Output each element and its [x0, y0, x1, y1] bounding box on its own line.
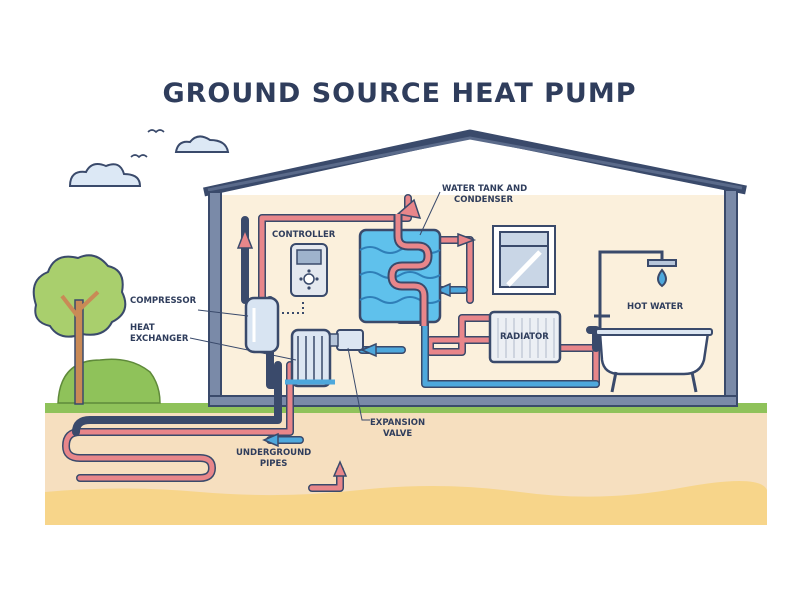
expansion-valve-label-line1: EXPANSION	[370, 418, 426, 428]
expansion-valve-label-line2: VALVE	[382, 429, 413, 439]
expansion-valve-icon	[329, 329, 364, 351]
leader-lines	[189, 191, 441, 421]
water-tank-label-line2: CONDENSER	[454, 195, 514, 205]
underground-pipes-label: UNDERGROUND PIPES	[236, 448, 311, 470]
heat-exchanger-icon	[285, 328, 335, 388]
bush	[57, 358, 161, 404]
compressor-label: COMPRESSOR	[130, 296, 197, 306]
water-tank-icon	[358, 214, 442, 326]
controller-label: CONTROLLER	[272, 230, 336, 240]
page-title: GROUND SOURCE HEAT PUMP	[162, 78, 637, 109]
tree-icon	[32, 254, 127, 405]
heat-exchanger-label-line2: EXCHANGER	[130, 334, 189, 344]
heat-exchanger-label-line1: HEAT	[130, 323, 155, 333]
birds-icon	[130, 129, 165, 159]
compressor-icon	[244, 296, 280, 354]
heat-exchanger-label: HEAT EXCHANGER	[130, 323, 188, 345]
ground-deep-layer	[45, 480, 767, 525]
controller-icon	[282, 243, 328, 314]
flow-arrows	[236, 198, 477, 477]
hot-water-label: HOT WATER	[627, 302, 684, 312]
water-tank-label-line1: WATER TANK AND	[442, 184, 528, 194]
grass-strip	[45, 403, 767, 413]
bathtub-icon	[594, 314, 713, 393]
cloud-left	[68, 163, 142, 187]
expansion-valve-label: EXPANSION VALVE	[370, 418, 425, 440]
cloud-right	[174, 135, 230, 153]
underground-pipes-label-line2: PIPES	[259, 459, 288, 469]
shower-icon	[598, 250, 677, 340]
window-icon	[492, 225, 556, 295]
underground-pipes-label-line1: UNDERGROUND	[236, 448, 312, 458]
radiator-icon	[488, 310, 562, 364]
radiator-label: RADIATOR	[500, 332, 549, 342]
water-tank-label: WATER TANK AND CONDENSER	[442, 184, 527, 206]
